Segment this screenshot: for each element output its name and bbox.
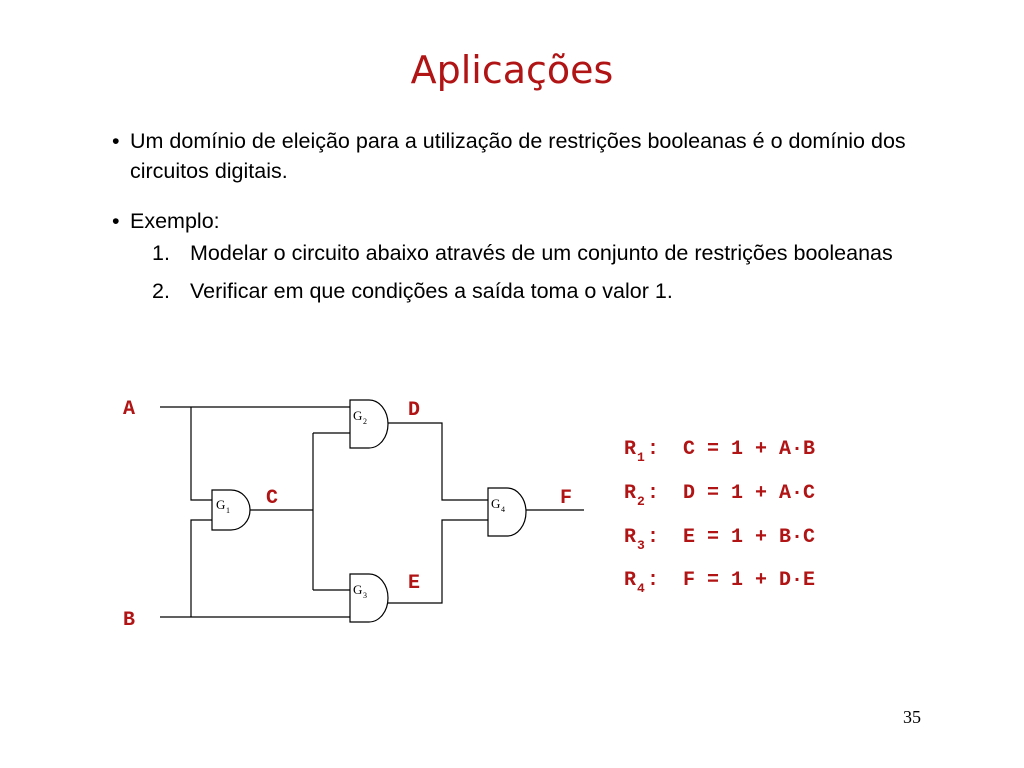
constraint-expression: : C = 1 + A·B [647,438,815,461]
gate-label: G [353,408,362,423]
gate-index: 4 [501,505,505,514]
bullet-text: Um domínio de eleição para a utilização … [130,129,906,183]
signal-label-d: D [408,399,420,422]
constraint-list: R 1 : C = 1 + A·B R 2 : D = 1 + A·C R 3 … [624,438,815,596]
gate-g2: G 2 [349,399,389,449]
gate-index: 1 [226,506,230,515]
item-number: 2. [152,279,170,303]
numbered-list: 1. Modelar o circuito abaixo através de … [130,238,942,306]
bullet-marker: • [112,129,120,153]
gate-g1: G 1 [211,489,251,531]
constraint-letter: R [624,569,636,592]
page-number: 35 [903,707,921,727]
item-number: 1. [152,241,170,265]
bullet-item: • Exemplo: 1. Modelar o circuito abaixo … [112,206,942,306]
gate-g3: G 3 [349,573,389,623]
numbered-item: 2. Verificar em que condições a saída to… [130,276,942,306]
constraint-index: 1 [637,450,645,465]
bullet-marker: • [112,209,120,233]
signal-label-f: F [560,487,572,510]
signal-label-e: E [408,572,420,595]
item-text: Verificar em que condições a saída toma … [190,279,673,303]
numbered-item: 1. Modelar o circuito abaixo através de … [130,238,942,268]
constraint-expression: : E = 1 + B·C [647,526,815,549]
signal-label-c: C [266,487,278,510]
constraint-r1: R 1 : C = 1 + A·B [624,438,815,465]
constraint-expression: : D = 1 + A·C [647,482,815,505]
constraint-r2: R 2 : D = 1 + A·C [624,482,815,509]
constraint-index: 3 [637,538,645,553]
constraint-expression: : F = 1 + D·E [647,569,815,592]
signal-label-b: B [123,609,135,632]
gate-label: G [353,582,362,597]
slide-title: Aplicações [410,48,614,92]
constraint-index: 4 [637,581,645,596]
gate-index: 2 [363,417,367,426]
gate-label: G [216,497,225,512]
bullet-list: • Um domínio de eleição para a utilizaçã… [112,126,942,326]
constraint-letter: R [624,526,636,549]
constraint-r4: R 4 : F = 1 + D·E [624,569,815,596]
signal-label-a: A [123,398,135,421]
bullet-text: Exemplo: [130,209,220,233]
bullet-item: • Um domínio de eleição para a utilizaçã… [112,126,942,186]
circuit-wires [160,406,584,618]
gate-label: G [491,496,500,511]
item-text: Modelar o circuito abaixo através de um … [190,241,893,265]
constraint-index: 2 [637,494,645,509]
constraint-letter: R [624,482,636,505]
gate-g4: G 4 [487,487,527,537]
constraint-r3: R 3 : E = 1 + B·C [624,526,815,553]
gate-index: 3 [363,591,367,600]
constraint-letter: R [624,438,636,461]
